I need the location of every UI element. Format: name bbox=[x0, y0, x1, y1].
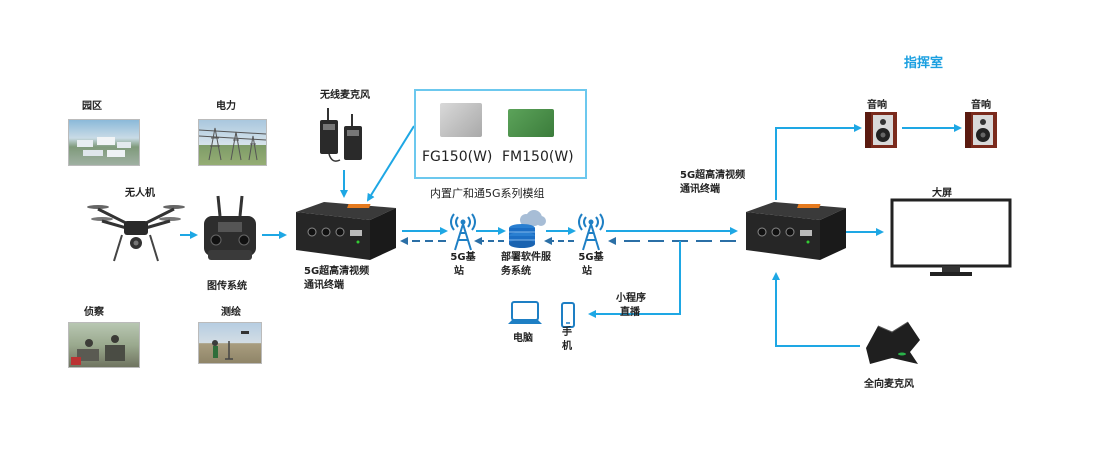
module-caption: 内置广和通5G系列模组 bbox=[430, 187, 545, 200]
terminal-right-label-1: 5G超高清视频 bbox=[680, 170, 746, 181]
speaker-2-icon bbox=[965, 112, 997, 148]
arrow-terminal-to-speaker bbox=[775, 124, 862, 200]
phone-icon bbox=[561, 302, 575, 328]
fg150-chip bbox=[440, 103, 482, 137]
transmission-label: 图传系统 bbox=[207, 281, 247, 292]
base-station-right-label-2: 站 bbox=[582, 266, 592, 277]
base-station-left-label-2: 站 bbox=[454, 266, 464, 277]
screen-label: 大屏 bbox=[932, 188, 952, 199]
miniapp-label-1: 小程序 bbox=[616, 293, 646, 304]
omni-mic-icon bbox=[866, 321, 920, 364]
base-station-right-label-1: 5G基 bbox=[578, 252, 604, 263]
module-name-1: FG150(W) bbox=[422, 149, 493, 165]
module-box: FG150(W) FM150(W) bbox=[414, 89, 587, 179]
terminal-left-icon bbox=[296, 202, 396, 260]
recon-photo bbox=[68, 322, 140, 368]
terminal-left-label-2: 通讯终端 bbox=[304, 280, 344, 291]
survey-photo bbox=[198, 322, 262, 364]
recon-label: 侦察 bbox=[84, 307, 104, 318]
park-label: 园区 bbox=[82, 101, 102, 112]
server-label-2: 务系统 bbox=[501, 266, 531, 277]
terminal-right-icon bbox=[746, 202, 846, 260]
phone-label-1: 手 bbox=[562, 327, 572, 338]
speaker-1-label: 音响 bbox=[867, 100, 887, 111]
park-photo bbox=[68, 119, 140, 166]
speaker-1-icon bbox=[865, 112, 897, 148]
power-photo bbox=[198, 119, 267, 166]
omni-mic-label: 全向麦克风 bbox=[864, 379, 914, 390]
command-room-title: 指挥室 bbox=[904, 56, 944, 71]
arrow-module-to-terminal bbox=[366, 125, 415, 202]
miniapp-label-2: 直播 bbox=[620, 307, 640, 318]
server-label-1: 部署软件服 bbox=[501, 252, 551, 263]
speaker-2-label: 音响 bbox=[971, 100, 991, 111]
phone-label-2: 机 bbox=[562, 341, 572, 352]
base-station-left-icon bbox=[450, 213, 476, 251]
power-label: 电力 bbox=[216, 101, 236, 112]
server-icon bbox=[509, 210, 546, 248]
terminal-right-label-2: 通讯终端 bbox=[680, 184, 720, 195]
wireless-mic-label: 无线麦克风 bbox=[320, 90, 370, 101]
base-station-left-label-1: 5G基 bbox=[450, 252, 476, 263]
survey-label: 测绘 bbox=[221, 307, 241, 318]
computer-icon bbox=[508, 301, 542, 324]
terminal-left-label-1: 5G超高清视频 bbox=[304, 266, 370, 277]
computer-label: 电脑 bbox=[513, 333, 533, 344]
arrow-miniapp-live bbox=[588, 241, 681, 318]
base-station-right-icon bbox=[578, 213, 604, 251]
drone-icon bbox=[87, 205, 185, 262]
fm150-chip bbox=[508, 109, 554, 137]
transmission-controller-icon bbox=[204, 195, 256, 260]
module-name-2: FM150(W) bbox=[502, 149, 574, 165]
arrow-omnimic-to-terminal bbox=[772, 272, 860, 347]
drone-label: 无人机 bbox=[125, 188, 155, 199]
wireless-mic-icon bbox=[320, 108, 362, 162]
big-screen-icon bbox=[890, 198, 1012, 276]
